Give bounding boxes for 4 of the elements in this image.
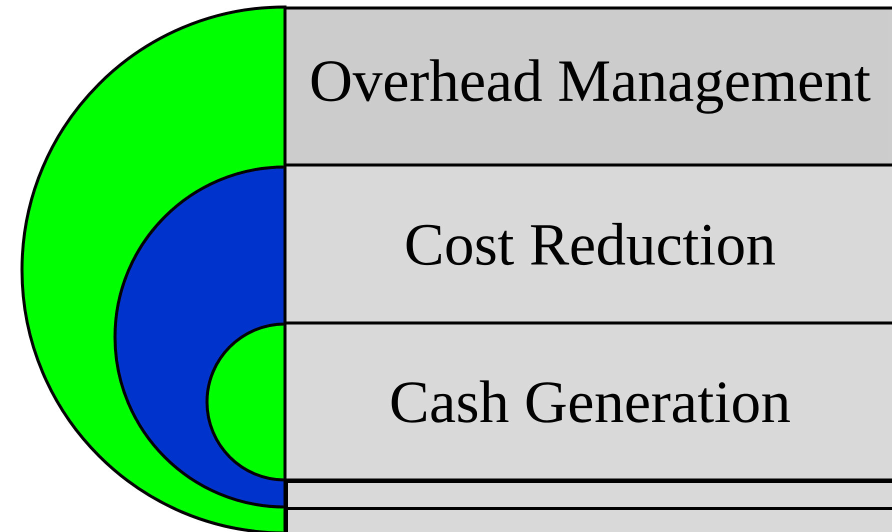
text-band: Cost Reduction (284, 163, 892, 324)
text-band: Overhead Management (284, 6, 892, 166)
empty-band (285, 480, 892, 510)
empty-band (285, 506, 892, 532)
